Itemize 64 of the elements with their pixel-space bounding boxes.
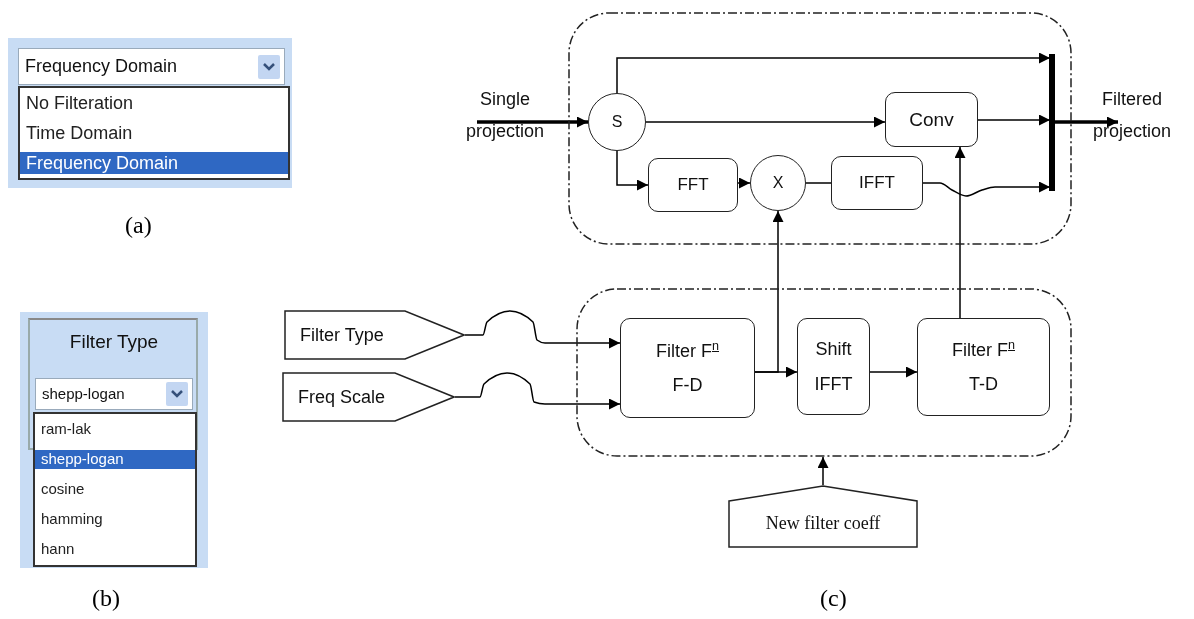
process-box bbox=[831, 156, 923, 210]
node-label: X bbox=[772, 173, 784, 193]
merge-bar bbox=[1050, 55, 1054, 190]
arrow bbox=[817, 456, 829, 486]
edge-label: Filtered projection bbox=[1091, 88, 1172, 143]
arrow bbox=[737, 177, 751, 189]
arrow bbox=[869, 366, 918, 378]
settings-panel bbox=[20, 312, 208, 568]
node-label: S bbox=[611, 112, 623, 132]
highlighted-option: Frequency Domain bbox=[20, 151, 288, 175]
list-option: hann bbox=[35, 540, 195, 560]
node-label: F-D bbox=[672, 374, 703, 397]
list-option: Time Domain bbox=[20, 121, 288, 145]
multiplier-circle bbox=[750, 155, 806, 211]
selected-value: shepp-logan bbox=[42, 384, 125, 404]
input-block bbox=[282, 372, 455, 422]
arrow bbox=[477, 116, 588, 128]
node-label: Freq Scale bbox=[298, 385, 386, 409]
process-box bbox=[917, 318, 1050, 416]
process-box bbox=[620, 318, 755, 418]
arrow bbox=[754, 210, 784, 373]
group-frame bbox=[568, 12, 1072, 245]
panel-caption: (a) bbox=[125, 212, 152, 239]
node-label: IFFT bbox=[814, 372, 853, 396]
arrow bbox=[1054, 116, 1118, 128]
node-label: New filter coeff bbox=[765, 512, 881, 535]
highlighted-option: shepp-logan bbox=[35, 449, 195, 469]
process-box bbox=[648, 158, 738, 212]
process-box bbox=[885, 92, 978, 147]
node-label: Shift bbox=[815, 338, 852, 362]
node-label: IFFT bbox=[859, 172, 895, 194]
panel-heading: Filter Type bbox=[69, 330, 159, 354]
list-option: hamming bbox=[35, 510, 195, 530]
dropdown-list bbox=[33, 412, 197, 567]
input-block bbox=[728, 485, 918, 548]
settings-panel bbox=[8, 38, 292, 188]
list-option: No Filteration bbox=[20, 91, 288, 115]
arrow bbox=[645, 116, 886, 128]
node-label: Filter F$^{n}$ bbox=[656, 337, 719, 363]
edge-label: Single projection bbox=[464, 88, 545, 143]
panel-caption: (c) bbox=[820, 585, 847, 612]
list-option: cosine bbox=[35, 480, 195, 499]
arrow bbox=[954, 146, 966, 319]
arrow bbox=[454, 372, 621, 410]
group-frame bbox=[576, 288, 1072, 457]
arrow bbox=[616, 52, 1051, 94]
input-block bbox=[284, 310, 465, 360]
dropdown-field bbox=[18, 48, 285, 85]
node-label: Filter Type bbox=[300, 323, 384, 347]
dropdown-list bbox=[18, 86, 290, 180]
panel-caption: (b) bbox=[92, 585, 120, 612]
node-label: T-D bbox=[969, 373, 998, 396]
arrow bbox=[977, 114, 1051, 126]
process-box bbox=[797, 318, 870, 415]
selected-value: Frequency Domain bbox=[25, 55, 178, 78]
dropdown-field bbox=[35, 378, 193, 410]
node-label: Conv bbox=[909, 107, 954, 132]
list-option: ram-lak bbox=[35, 419, 195, 439]
arrow bbox=[464, 310, 621, 349]
arrow bbox=[616, 150, 649, 191]
connector-line bbox=[805, 182, 832, 184]
arrow bbox=[922, 181, 1051, 197]
node-label: Filter F$^{n}$ bbox=[952, 336, 1015, 362]
node-label: FFT bbox=[677, 174, 709, 196]
